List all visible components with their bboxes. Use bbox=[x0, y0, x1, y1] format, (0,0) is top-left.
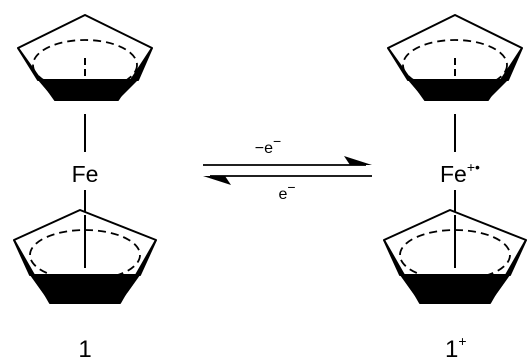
compound-label-cation: 1+ bbox=[445, 333, 467, 363]
forward-label: −e− bbox=[255, 133, 281, 157]
ferrocene-neutral: Fe bbox=[13, 14, 157, 304]
cp-ring-top-right bbox=[387, 14, 523, 101]
ferrocenium-cation: Fe+• bbox=[383, 14, 527, 304]
equilibrium-arrows: −e− e− bbox=[203, 133, 372, 203]
compound-label-neutral: 1 bbox=[78, 336, 91, 363]
reverse-label: e− bbox=[278, 179, 295, 203]
metal-label-left: Fe bbox=[72, 161, 99, 187]
forward-arrow-head bbox=[344, 156, 372, 165]
cp-ring-bottom-left bbox=[13, 209, 157, 304]
cp-ring-bottom-right bbox=[383, 209, 527, 304]
reverse-arrow-head bbox=[203, 176, 231, 185]
metal-label-right: Fe+• bbox=[440, 159, 480, 187]
cp-ring-top-left bbox=[17, 14, 153, 101]
